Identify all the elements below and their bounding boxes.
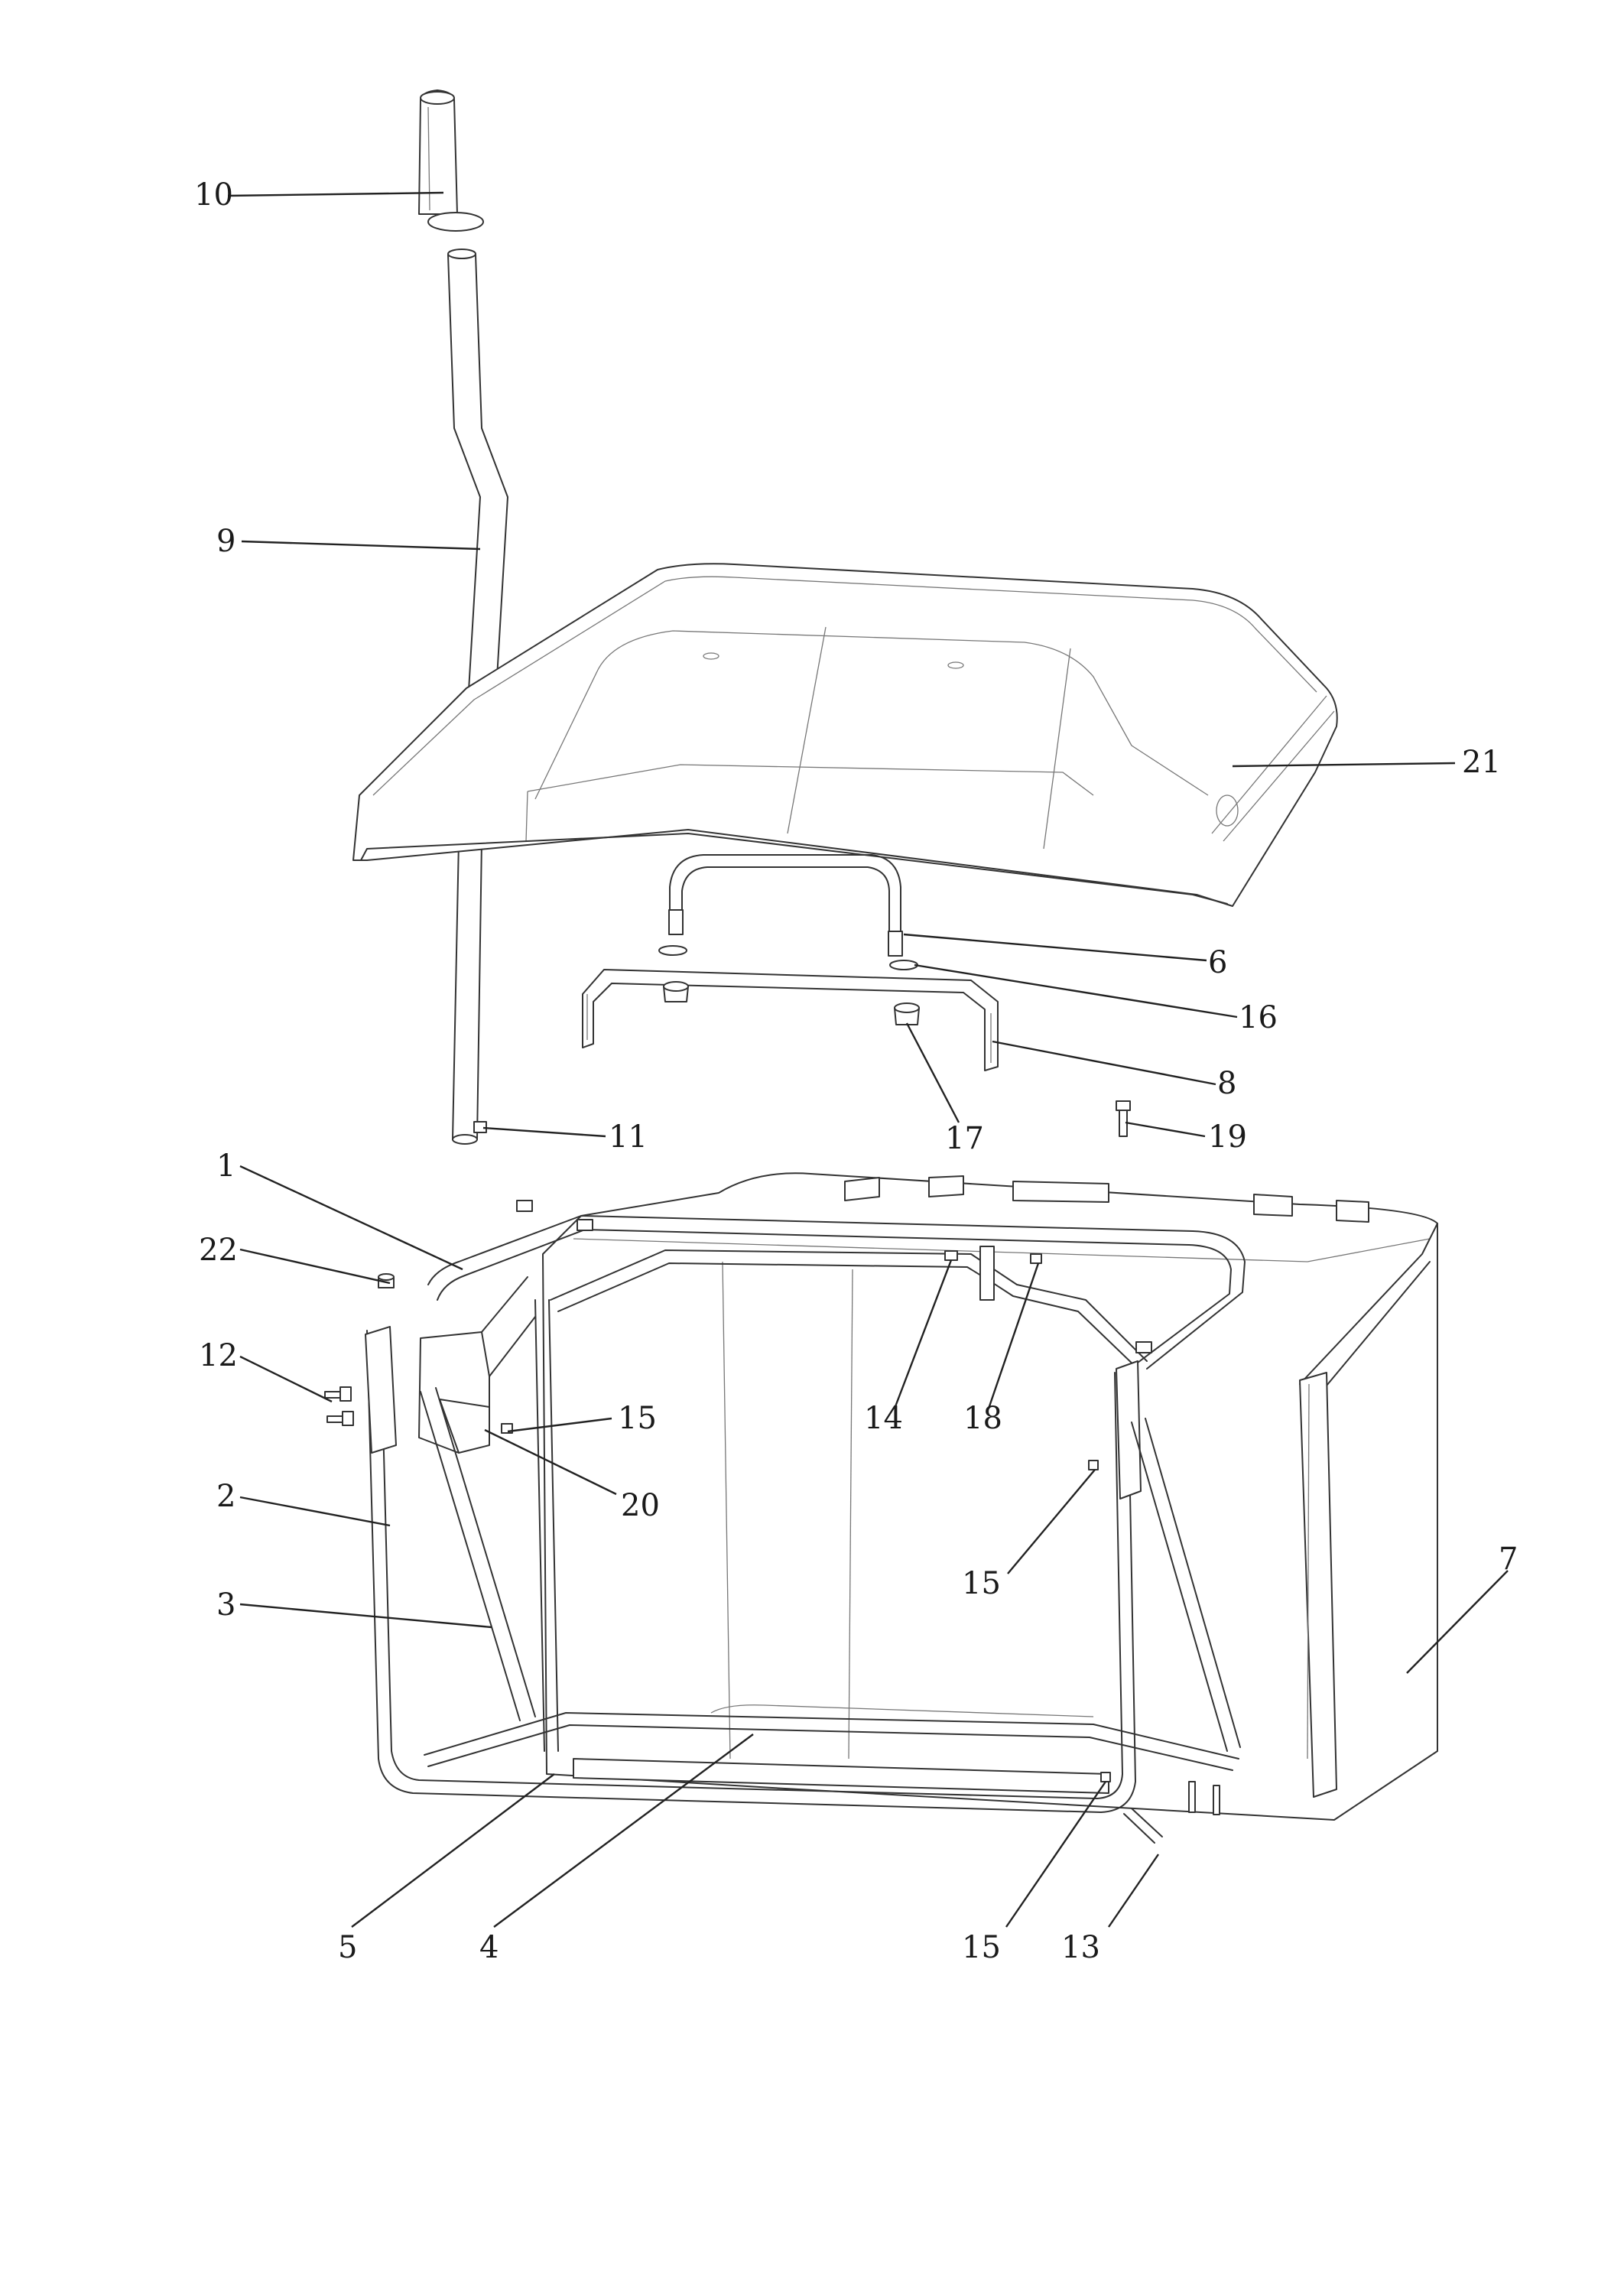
callout-22: 22 bbox=[199, 1233, 238, 1268]
callout-19: 19 bbox=[1208, 1119, 1247, 1155]
part-5-base-rail bbox=[424, 1712, 1239, 1771]
part-3-diagonal-brace bbox=[420, 1387, 1241, 1752]
callout-15: 15 bbox=[962, 1930, 1001, 1965]
part-10-handle-grip bbox=[418, 89, 484, 232]
callout-12: 12 bbox=[199, 1338, 238, 1373]
part-21-cover bbox=[352, 563, 1338, 907]
part-18-bracket-clip bbox=[979, 1246, 1042, 1301]
part-15-nuts bbox=[501, 1423, 1111, 1782]
part-9-handle-tube bbox=[447, 249, 508, 1145]
callout-labels: 10 9 21 6 16 8 11 17 19 1 22 12 15 20 14… bbox=[194, 177, 1518, 1965]
callout-3: 3 bbox=[216, 1587, 235, 1623]
part-8-bracket bbox=[582, 969, 999, 1071]
callout-15: 15 bbox=[618, 1401, 657, 1436]
callout-20: 20 bbox=[621, 1488, 660, 1523]
callout-6: 6 bbox=[1208, 945, 1227, 980]
part-12-bolts bbox=[324, 1386, 354, 1426]
part-19-bolt bbox=[1116, 1100, 1131, 1137]
callout-21: 21 bbox=[1462, 745, 1501, 780]
callout-2: 2 bbox=[216, 1479, 235, 1514]
callout-1: 1 bbox=[216, 1149, 235, 1184]
callout-13: 13 bbox=[1061, 1930, 1100, 1965]
leader-lines bbox=[227, 191, 1509, 1928]
callout-11: 11 bbox=[609, 1119, 648, 1155]
part-14-bolt bbox=[944, 1250, 958, 1261]
callout-7: 7 bbox=[1499, 1542, 1518, 1577]
part-13-bolt bbox=[1123, 1781, 1220, 1844]
callout-5: 5 bbox=[338, 1930, 357, 1965]
callout-10: 10 bbox=[194, 177, 233, 213]
callout-14: 14 bbox=[864, 1401, 903, 1436]
callout-8: 8 bbox=[1217, 1066, 1236, 1101]
callout-15: 15 bbox=[962, 1566, 1001, 1601]
callout-4: 4 bbox=[479, 1930, 499, 1965]
part-2-left-leg bbox=[365, 1326, 1142, 1813]
part-6-u-handle bbox=[668, 854, 903, 957]
part-17-nuts bbox=[663, 981, 920, 1025]
callout-18: 18 bbox=[963, 1401, 1002, 1436]
part-20-side-plate bbox=[418, 1276, 536, 1454]
callout-9: 9 bbox=[216, 524, 235, 559]
part-16-washers bbox=[658, 945, 918, 970]
callout-16: 16 bbox=[1239, 1000, 1278, 1035]
callout-17: 17 bbox=[945, 1121, 984, 1156]
part-11-nut bbox=[473, 1121, 487, 1133]
